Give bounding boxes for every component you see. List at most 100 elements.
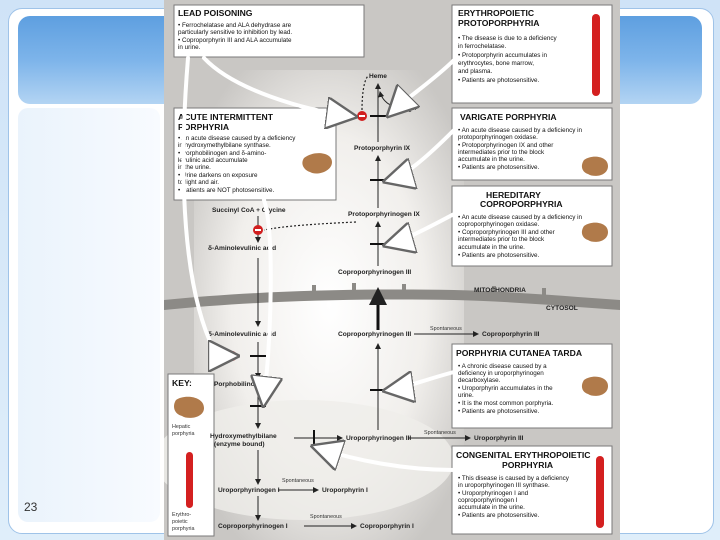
- svg-text:VARIGATE PORPHYRIA: VARIGATE PORPHYRIA: [460, 112, 557, 122]
- svg-text:• Uroporphyrin accumulates in: • Uroporphyrin accumulates in the: [458, 385, 553, 392]
- svg-text:PORPHYRIA: PORPHYRIA: [502, 460, 553, 470]
- coproporphyrinogen-cyto-label: Coproporphyrinogen III: [338, 331, 411, 338]
- svg-text:in ferrochelatase.: in ferrochelatase.: [458, 43, 507, 50]
- svg-text:• Protoporphyrinogen IX and ot: • Protoporphyrinogen IX and other: [458, 142, 553, 149]
- liver-icon: [581, 222, 608, 242]
- coproporphyrin-i-label: Coproporphyrin I: [360, 523, 414, 530]
- svg-text:• Urine darkens on exposure: • Urine darkens on exposure: [178, 172, 258, 179]
- hereditary-coproporphyria-box: HEREDITARY COPROPORPHYRIA • An acute dis…: [451, 185, 613, 267]
- svg-text:in urine.: in urine.: [178, 44, 201, 51]
- svg-text:ACUTE INTERMITTENT: ACUTE INTERMITTENT: [178, 112, 274, 122]
- svg-text:KEY:: KEY:: [172, 378, 192, 388]
- congenital-erythropoietic-porphyria-box: CONGENITAL ERYTHROPOIETIC PORPHYRIA • Th…: [451, 445, 613, 535]
- uroporphyrinogen-iii-label: Uroporphyrinogen III: [346, 435, 411, 442]
- heme-synthesis-diagram: LEAD POISONING • Ferrochelatase and ALA …: [164, 4, 620, 540]
- spontaneous-label: Spontaneous: [282, 478, 314, 484]
- enzyme-bound-label: (enzyme bound): [214, 441, 265, 448]
- key-box: KEY: Hepatic porphyria Erythro- poietic …: [167, 373, 215, 537]
- cytosol-label: CYTOSOL: [546, 305, 578, 312]
- svg-text:porphyria: porphyria: [172, 431, 194, 437]
- coproporphyrin-iii-label: Coproporphyrin III: [482, 331, 540, 338]
- bone-icon: [592, 14, 600, 96]
- svg-text:in hydroxymethylbilane synthas: in hydroxymethylbilane synthase.: [178, 142, 271, 149]
- svg-text:• Ferrochelatase and ALA dehyd: • Ferrochelatase and ALA dehydrase are: [178, 22, 292, 29]
- svg-text:• Patients are photosensitive.: • Patients are photosensitive.: [458, 252, 540, 259]
- content-panel: [18, 108, 160, 522]
- uroporphyrinogen-i-label: Uroporphyrinogen I: [218, 487, 280, 494]
- ala-cyto-label: δ-Aminolevulinic acid: [208, 331, 276, 338]
- svg-text:HEREDITARY: HEREDITARY: [486, 190, 541, 200]
- svg-text:• Porphobilinogen and δ-amino-: • Porphobilinogen and δ-amino-: [178, 150, 266, 157]
- svg-text:• An acute disease caused by a: • An acute disease caused by a deficienc…: [458, 127, 583, 134]
- fe-label: Fe²⁺: [404, 107, 418, 114]
- svg-text:to light and air.: to light and air.: [178, 179, 219, 186]
- svg-text:• This disease is caused by a: • This disease is caused by a deficiency: [458, 475, 570, 482]
- svg-text:• Coproporphyrinogen III and o: • Coproporphyrinogen III and other: [458, 229, 555, 236]
- porphyria-cutanea-tarda-box: PORPHYRIA CUTANEA TARDA • A chronic dise…: [451, 343, 613, 429]
- svg-text:and plasma.: and plasma.: [458, 68, 493, 75]
- svg-text:in the urine.: in the urine.: [178, 164, 211, 171]
- erythropoietic-protoporphyria-box: ERYTHROPOIETIC PROTOPORPHYRIA • The dise…: [451, 4, 613, 104]
- svg-text:• The disease is due to a defi: • The disease is due to a deficiency: [458, 35, 558, 42]
- svg-text:• A chronic disease caused by: • A chronic disease caused by a: [458, 363, 547, 370]
- coproporphyrinogen-mito-label: Coproporphyrinogen III: [338, 269, 411, 276]
- svg-text:Hepatic: Hepatic: [172, 424, 191, 430]
- svg-text:coproporphyrinogen oxidase.: coproporphyrinogen oxidase.: [458, 221, 539, 228]
- spontaneous-label: Spontaneous: [430, 326, 462, 332]
- protoporphyrinogen-label: Protoporphyrinogen IX: [348, 211, 420, 218]
- succinyl-coa-label: Succinyl CoA + Glycine: [212, 207, 286, 214]
- svg-text:protoporphyrinogen oxidase.: protoporphyrinogen oxidase.: [458, 134, 538, 141]
- svg-text:• Patients are photosensitive.: • Patients are photosensitive.: [458, 164, 540, 171]
- uroporphyrin-iii-label: Uroporphyrin III: [474, 435, 524, 442]
- hydroxymethylbilane-label: Hydroxymethylbilane: [210, 433, 277, 440]
- svg-text:Erythro-: Erythro-: [172, 512, 191, 518]
- svg-text:• Patients are photosensitive.: • Patients are photosensitive.: [458, 512, 540, 519]
- svg-text:particularly sensitive to inhi: particularly sensitive to inhibition by …: [178, 29, 292, 36]
- svg-text:accumulate in the urine.: accumulate in the urine.: [458, 156, 525, 163]
- svg-text:accumulate in the urine.: accumulate in the urine.: [458, 504, 525, 511]
- svg-text:in uroporphyrinogen III syntha: in uroporphyrinogen III synthase.: [458, 482, 550, 489]
- acute-intermittent-porphyria-box: ACUTE INTERMITTENT PORPHYRIA • An acute …: [173, 107, 337, 201]
- coproporphyrinogen-i-label: Coproporphyrinogen I: [218, 523, 288, 530]
- porphyria-figure: LEAD POISONING • Ferrochelatase and ALA …: [164, 0, 620, 540]
- svg-text:• Protoporphyrin accumulates i: • Protoporphyrin accumulates in: [458, 52, 548, 59]
- spontaneous-label: Spontaneous: [310, 514, 342, 520]
- svg-text:PROTOPORPHYRIA: PROTOPORPHYRIA: [458, 18, 540, 28]
- svg-text:accumulate in the urine.: accumulate in the urine.: [458, 244, 525, 251]
- liver-icon: [581, 156, 608, 176]
- uroporphyrin-i-label: Uroporphyrin I: [322, 487, 368, 494]
- svg-text:ERYTHROPOIETIC: ERYTHROPOIETIC: [458, 8, 534, 18]
- svg-text:poietic: poietic: [172, 519, 188, 525]
- svg-text:intermediates prior to the blo: intermediates prior to the block: [458, 149, 545, 156]
- svg-text:• Patients are NOT photosensit: • Patients are NOT photosensitive.: [178, 187, 274, 194]
- svg-text:porphyria: porphyria: [172, 526, 194, 532]
- bone-icon: [186, 452, 193, 508]
- svg-text:PORPHYRIA: PORPHYRIA: [178, 122, 229, 132]
- mitochondria-label: MITOCHONDRIA: [474, 287, 526, 294]
- svg-text:levulinic acid accumulate: levulinic acid accumulate: [178, 157, 248, 164]
- svg-text:coproporphyrinogen I: coproporphyrinogen I: [458, 497, 518, 504]
- porphobilinogen-label: Porphobilinogen: [214, 381, 266, 388]
- svg-text:COPROPORPHYRIA: COPROPORPHYRIA: [480, 199, 563, 209]
- svg-text:• An acute disease caused by a: • An acute disease caused by a deficienc…: [458, 214, 583, 221]
- bone-icon: [596, 456, 604, 528]
- svg-text:• Coproporphyrin III and ALA a: • Coproporphyrin III and ALA accumulate: [178, 37, 292, 44]
- liver-icon: [174, 396, 204, 418]
- spontaneous-label: Spontaneous: [424, 430, 456, 436]
- variegate-porphyria-box: VARIGATE PORPHYRIA • An acute disease ca…: [451, 107, 613, 181]
- mitochondria-membrane: [164, 289, 620, 310]
- liver-icon: [581, 376, 608, 396]
- lead-poisoning-box: LEAD POISONING • Ferrochelatase and ALA …: [173, 4, 365, 58]
- svg-text:• Patients are photosensitive.: • Patients are photosensitive.: [458, 408, 540, 415]
- svg-text:• Patients are photosensitive.: • Patients are photosensitive.: [458, 77, 540, 84]
- svg-text:LEAD POISONING: LEAD POISONING: [178, 8, 253, 18]
- svg-text:PORPHYRIA CUTANEA TARDA: PORPHYRIA CUTANEA TARDA: [456, 348, 582, 358]
- svg-text:• It is the most common porphy: • It is the most common porphyria.: [458, 400, 554, 407]
- ala-mito-label: δ-Aminolevulinic acid: [208, 245, 276, 252]
- svg-text:urine.: urine.: [458, 392, 474, 399]
- svg-text:intermediates prior to the blo: intermediates prior to the block: [458, 236, 545, 243]
- svg-text:deficiency in uroporphyrinogen: deficiency in uroporphyrinogen: [458, 370, 544, 377]
- svg-text:CONGENITAL ERYTHROPOIETIC: CONGENITAL ERYTHROPOIETIC: [456, 450, 590, 460]
- heme-label: Heme: [369, 73, 387, 80]
- svg-text:decarboxylase.: decarboxylase.: [458, 377, 501, 384]
